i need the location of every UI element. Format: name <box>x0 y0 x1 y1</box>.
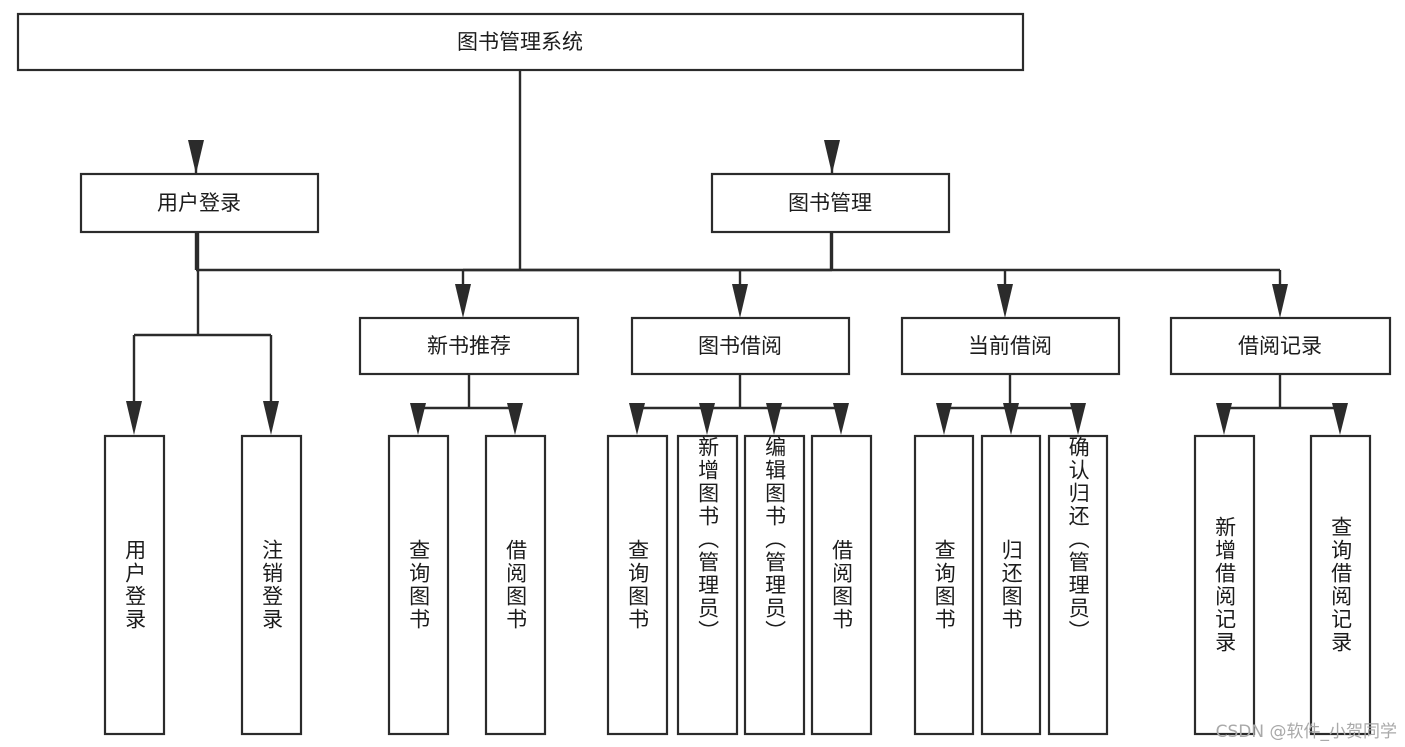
leaf-box-borrow-add[interactable] <box>676 434 739 736</box>
arrow-record-add <box>1216 403 1232 435</box>
node-current-borrow-box[interactable] <box>900 316 1121 376</box>
leaf-box-current-confirm[interactable] <box>1047 434 1109 736</box>
arrow-l2-new-book <box>455 284 471 318</box>
arrow-to-user-login <box>188 140 204 174</box>
node-new-book-rec-box[interactable] <box>358 316 580 376</box>
node-root-label: 图书管理系统 <box>457 30 583 54</box>
node-book-borrow[interactable]: 图书借阅 <box>630 316 851 376</box>
node-user-login[interactable]: 用户登录 <box>79 172 320 234</box>
leaf-box-current-query[interactable] <box>913 434 975 736</box>
arrow-current-query <box>936 403 952 435</box>
leaf-box-newbook-borrow[interactable] <box>484 434 547 736</box>
arrow-l2-borrow <box>732 284 748 318</box>
node-book-manage[interactable]: 图书管理 <box>710 172 951 234</box>
node-root[interactable]: 图书管理系统 <box>16 12 1025 72</box>
arrow-borrow-lend <box>833 403 849 435</box>
arrow-current-confirm <box>1070 403 1086 435</box>
arrow-leaf-logout <box>263 401 279 435</box>
leaf-box-record-query[interactable] <box>1309 434 1372 736</box>
leaf-box-borrow-lend[interactable] <box>810 434 873 736</box>
node-root-box[interactable] <box>16 12 1025 72</box>
arrow-current-return <box>1003 403 1019 435</box>
node-new-book-rec-label: 新书推荐 <box>427 334 511 358</box>
arrow-borrow-add <box>699 403 715 435</box>
node-new-book-rec[interactable]: 新书推荐 <box>358 316 580 376</box>
leaf-box-newbook-query[interactable] <box>387 434 450 736</box>
node-borrow-record-label: 借阅记录 <box>1238 334 1322 358</box>
arrow-l2-record <box>1272 284 1288 318</box>
node-borrow-record-box[interactable] <box>1169 316 1392 376</box>
arrow-newbook-query <box>410 403 426 435</box>
node-book-manage-box[interactable] <box>710 172 951 234</box>
arrow-borrow-edit <box>766 403 782 435</box>
arrow-l2-current <box>997 284 1013 318</box>
node-book-manage-label: 图书管理 <box>788 191 872 215</box>
node-book-borrow-label: 图书借阅 <box>698 334 782 358</box>
node-current-borrow-label: 当前借阅 <box>968 334 1052 358</box>
arrow-leaf-user-login <box>126 401 142 435</box>
leaf-box-record-add[interactable] <box>1193 434 1256 736</box>
leaf-box-borrow-query[interactable] <box>606 434 669 736</box>
arrow-newbook-borrow <box>507 403 523 435</box>
leaf-box-user-login[interactable] <box>103 434 166 736</box>
node-book-borrow-box[interactable] <box>630 316 851 376</box>
arrow-record-query <box>1332 403 1348 435</box>
connector-layer <box>126 70 1348 435</box>
leaf-box-borrow-edit[interactable] <box>743 434 806 736</box>
leaf-box-logout[interactable] <box>240 434 303 736</box>
node-borrow-record[interactable]: 借阅记录 <box>1169 316 1392 376</box>
node-user-login-label: 用户登录 <box>157 191 241 215</box>
node-user-login-box[interactable] <box>79 172 320 234</box>
arrow-borrow-query <box>629 403 645 435</box>
arrow-to-book-manage <box>824 140 840 174</box>
node-current-borrow[interactable]: 当前借阅 <box>900 316 1121 376</box>
leaf-box-current-return[interactable] <box>980 434 1042 736</box>
